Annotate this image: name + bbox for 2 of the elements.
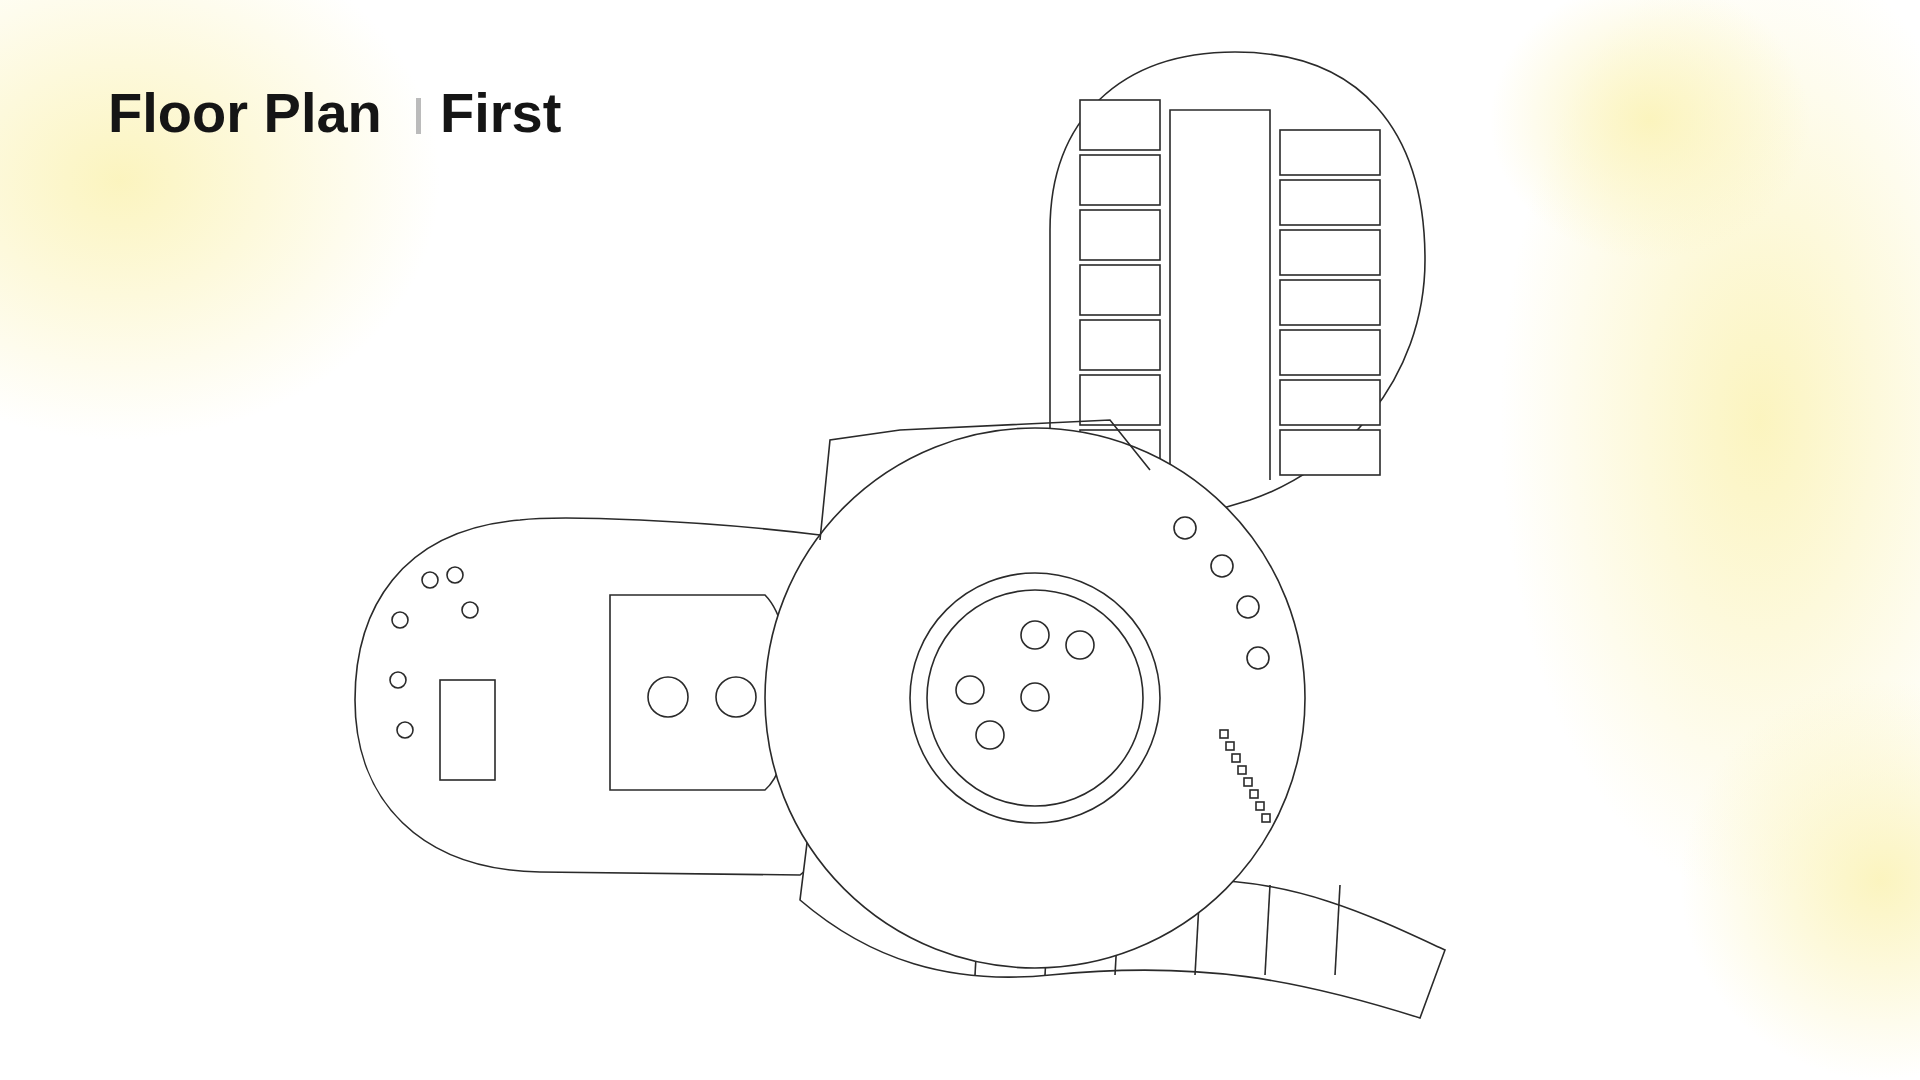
subtitle: First <box>440 82 562 144</box>
title: Floor Plan <box>108 82 382 144</box>
